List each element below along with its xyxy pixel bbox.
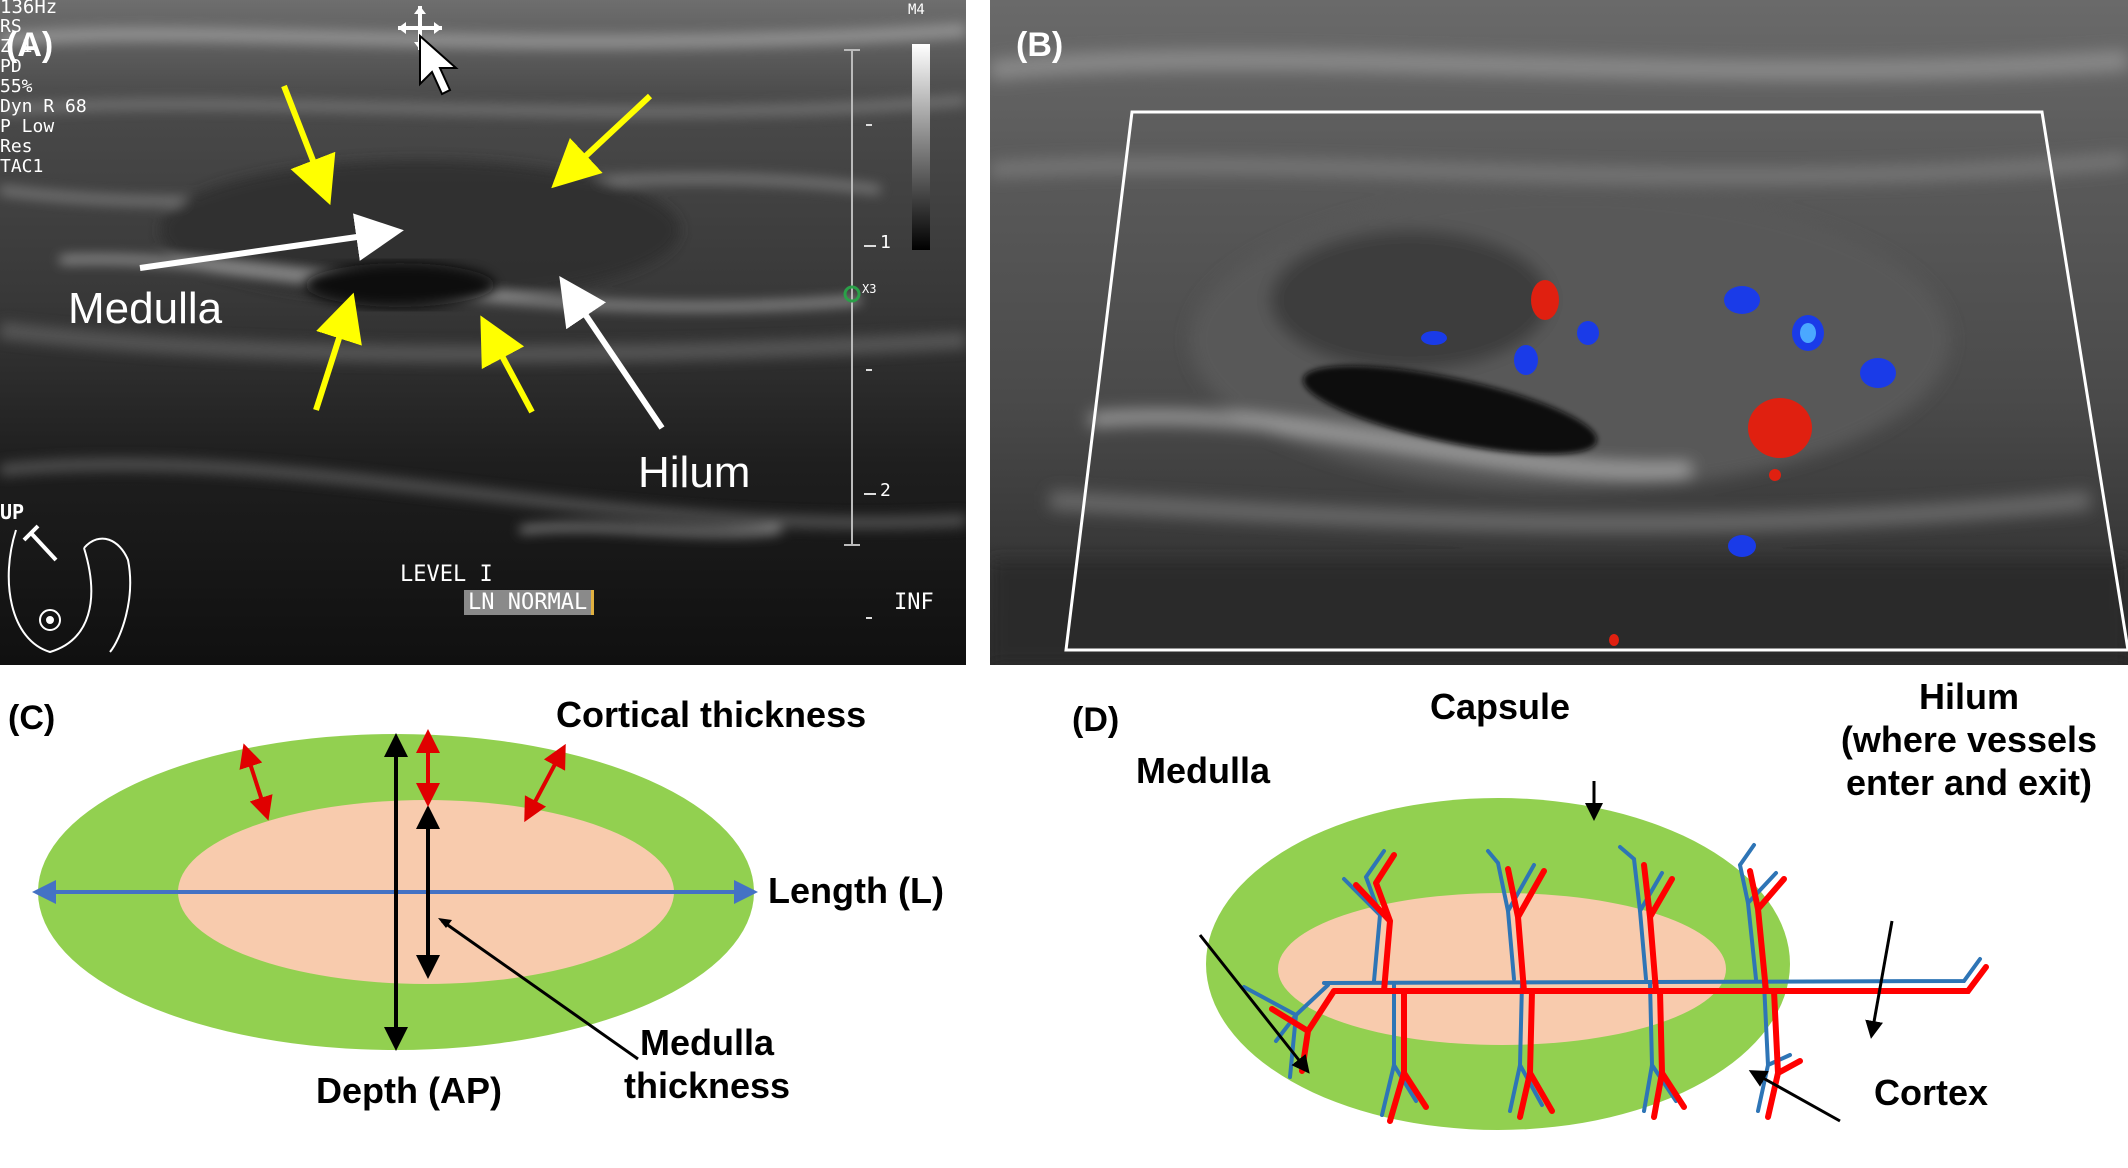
cortex-pointer [1748, 1070, 1841, 1123]
medulla-thickness-line: thickness [624, 1065, 791, 1107]
panel-c-label: (C) [8, 699, 56, 737]
capsule-label: Capsule [1430, 686, 1571, 727]
hilum-pointer [1865, 920, 1894, 1039]
setting-item: 55% [0, 76, 33, 97]
setting-item: TAC1 [0, 156, 44, 177]
cortex-label: Cortex [1874, 1072, 1989, 1113]
length-label: Length (L) [768, 870, 944, 911]
cortical-thickness-arrow [524, 743, 566, 823]
body-marker-icon [7, 524, 132, 654]
capsule-arrow [551, 93, 653, 189]
medulla-pointer [1198, 934, 1310, 1074]
panel-d-label: (D) [1072, 701, 1120, 739]
capsule-arrow [480, 315, 535, 414]
setting-item: Dyn R 68 [0, 96, 87, 117]
medulla-arrow [139, 213, 404, 271]
capsule-arrow [281, 84, 336, 206]
hilum-label-line: (where vessels [1840, 719, 2098, 761]
setting-item: RS [0, 16, 22, 37]
medulla-annotation: Medulla [68, 284, 223, 333]
hilum-annotation: Hilum [638, 448, 751, 497]
grayscale-bar [912, 44, 930, 250]
ultrasound-panel-a: (A) 136Hz RS Z 1 PD 55% Dyn R 68 P Low R… [0, 0, 966, 665]
cortical-thickness-arrow [239, 743, 273, 821]
depth-label: Depth (AP) [316, 1070, 502, 1111]
setting-item: PD [0, 56, 22, 77]
inferior-label: INF [894, 590, 934, 615]
doppler-flow-signals [1421, 280, 1896, 646]
hilum-label-line: enter and exit) [1845, 762, 2093, 804]
move-cursor-icon [398, 6, 459, 96]
setting-item: P Low [0, 116, 55, 137]
anatomy-diagram-panel-d: (D) Capsule Medulla Hilum (where vessels… [1064, 665, 2128, 1168]
probe-label: M4 [908, 2, 925, 18]
ln-normal-label: LN NORMAL [464, 590, 595, 615]
frequency-readout: 136Hz [0, 0, 58, 18]
medulla-thickness-label: Medulla thickness [624, 1021, 790, 1107]
hilum-arrow [559, 276, 665, 430]
measurement-diagram-panel-c: (C) Cortical thickness Length (L) Depth … [0, 665, 1064, 1168]
ultrasound-image-a [0, 0, 966, 665]
vein-network [1242, 843, 1982, 1117]
setting-item: Res [0, 136, 33, 157]
color-box [1064, 110, 2128, 652]
focus-marker [843, 285, 861, 303]
panel-b-label: (B) [1016, 26, 1064, 64]
medulla-thickness-pointer [441, 919, 639, 1061]
scale-tick-label: 2 [880, 480, 891, 501]
hilum-label: Hilum (where vessels enter and exit) [1810, 675, 2128, 805]
medulla-label: Medulla [1136, 750, 1271, 791]
ultrasound-panel-b: (B) [990, 0, 2128, 665]
capsule-arrow [313, 292, 362, 411]
doppler-image-b [990, 0, 2128, 665]
artery-network [1269, 852, 1989, 1124]
lymph-node-measurement-diagram [32, 729, 758, 1061]
medulla-thickness-line: Medulla [640, 1022, 775, 1063]
setting-item: Z 1 [0, 36, 33, 57]
lymph-node-anatomy-diagram [1198, 781, 1989, 1130]
scale-tick-label: 1 [880, 232, 891, 253]
orientation-label: UP [0, 500, 25, 524]
level-label: LEVEL I [400, 562, 493, 587]
panel-a-label: (A) [6, 26, 54, 64]
hilum-label-line: Hilum [1918, 676, 2019, 717]
cortical-thickness-label: Cortical thickness [556, 694, 867, 735]
scale-marker-label: X3 [862, 282, 877, 296]
